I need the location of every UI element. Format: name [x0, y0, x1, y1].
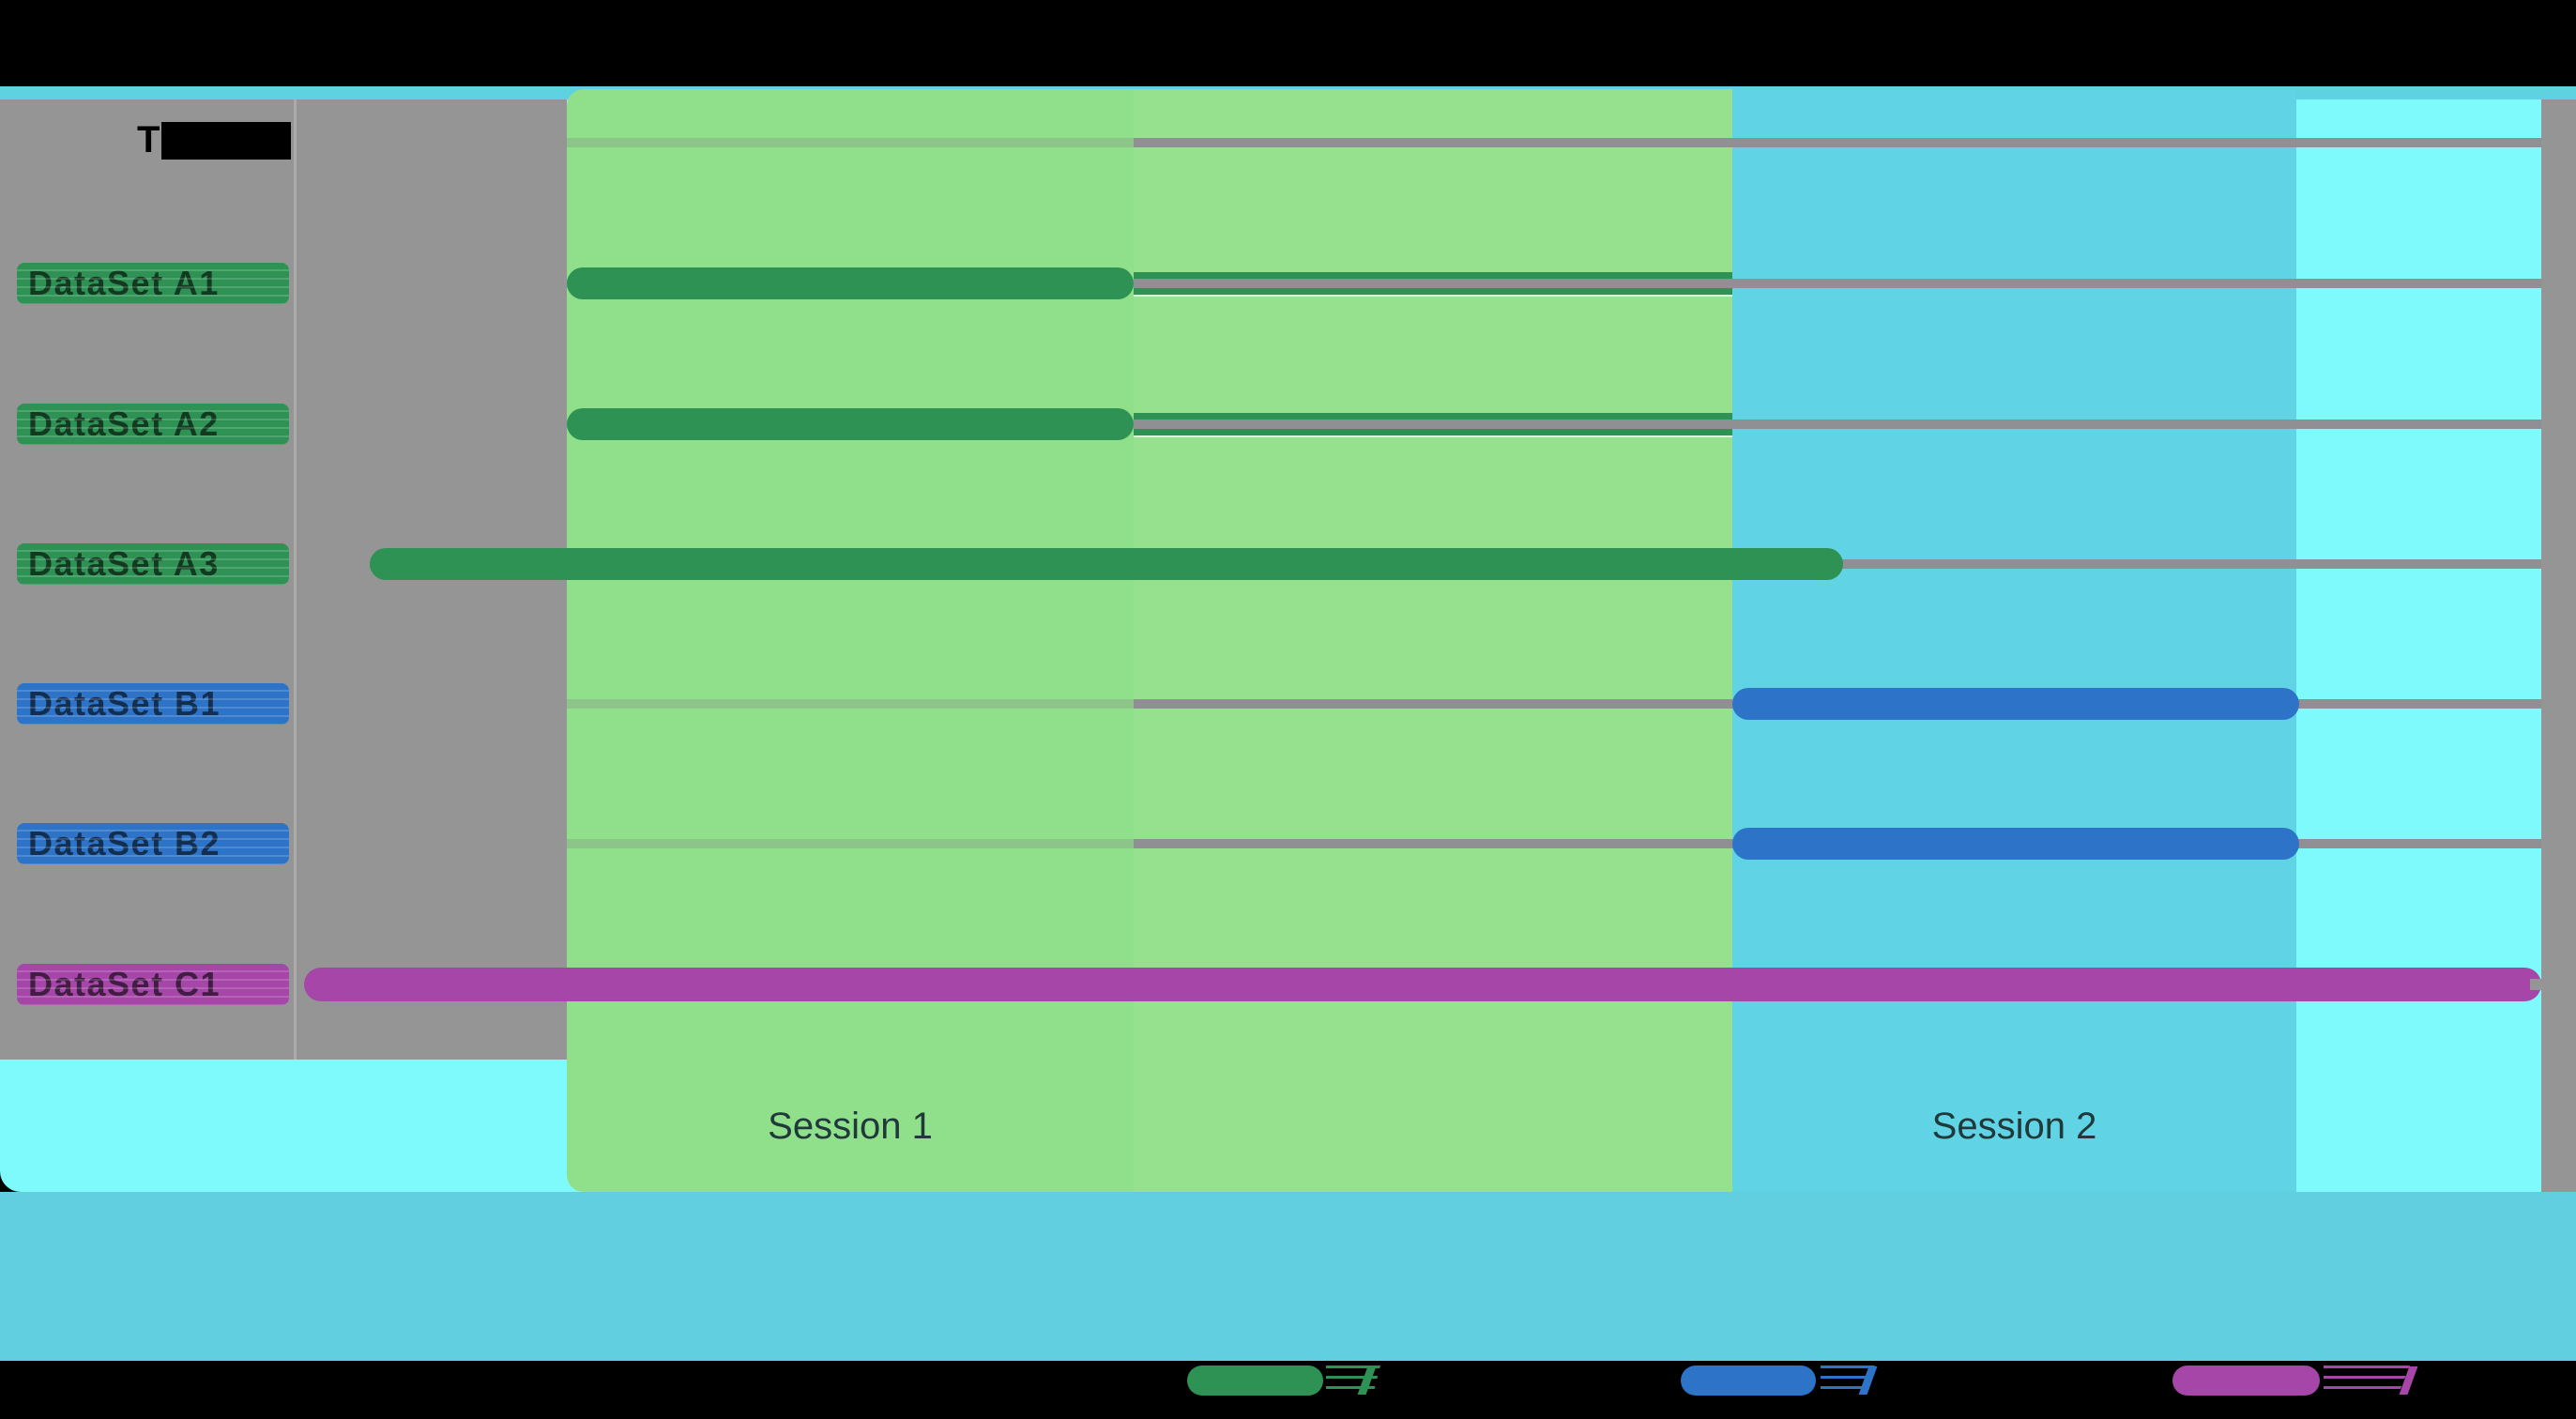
- task-bar-dataset-c1: [304, 968, 2541, 1001]
- gridline-row4-left: [567, 699, 1134, 709]
- task-bar-dataset-b1: [1732, 688, 2299, 720]
- axis-title-partial: T: [137, 119, 160, 160]
- task-label-dataset-c1: DataSet C1: [17, 964, 289, 1005]
- task-bar-dataset-b2: [1732, 828, 2299, 860]
- gridline-row2-right: [1134, 420, 2541, 429]
- task-label-dataset-a2: DataSet A2: [17, 404, 289, 445]
- axis-divider-line: [294, 99, 297, 1060]
- top-redaction-band: [0, 0, 2576, 86]
- legend-swatch-magenta: [2172, 1366, 2320, 1396]
- task-bar-dataset-a2: [567, 408, 1134, 440]
- task-label-dataset-a3: DataSet A3: [17, 543, 289, 585]
- gridline-header-right: [1134, 138, 2541, 147]
- axis-title-redaction-box: [161, 122, 291, 160]
- legend-swatch-blue: [1681, 1366, 1816, 1396]
- task-label-dataset-a1: DataSet A1: [17, 263, 289, 304]
- task-bar-c1-end-notch: [2530, 979, 2541, 990]
- footer-band: [0, 1192, 2576, 1363]
- task-label-dataset-b2: DataSet B2: [17, 823, 289, 864]
- session-1-overflow-band: [1134, 89, 1732, 1192]
- gridline-row1-right: [1134, 279, 2541, 288]
- task-bar-dataset-a1: [567, 267, 1134, 299]
- session-2-label: Session 2: [1931, 1106, 2097, 1147]
- legend-swatch-green: [1187, 1366, 1323, 1396]
- gridline-row5-left: [567, 839, 1134, 848]
- session-1-band: [567, 89, 1134, 1192]
- legend-text-remnant-magenta: [2324, 1366, 2410, 1396]
- gridline-header-left: [567, 138, 1134, 147]
- session-1-label: Session 1: [768, 1106, 933, 1147]
- task-bar-dataset-a3: [370, 548, 1843, 580]
- session-2-band: [1732, 89, 2296, 1192]
- task-label-dataset-b1: DataSet B1: [17, 683, 289, 725]
- right-margin: [2541, 99, 2576, 1192]
